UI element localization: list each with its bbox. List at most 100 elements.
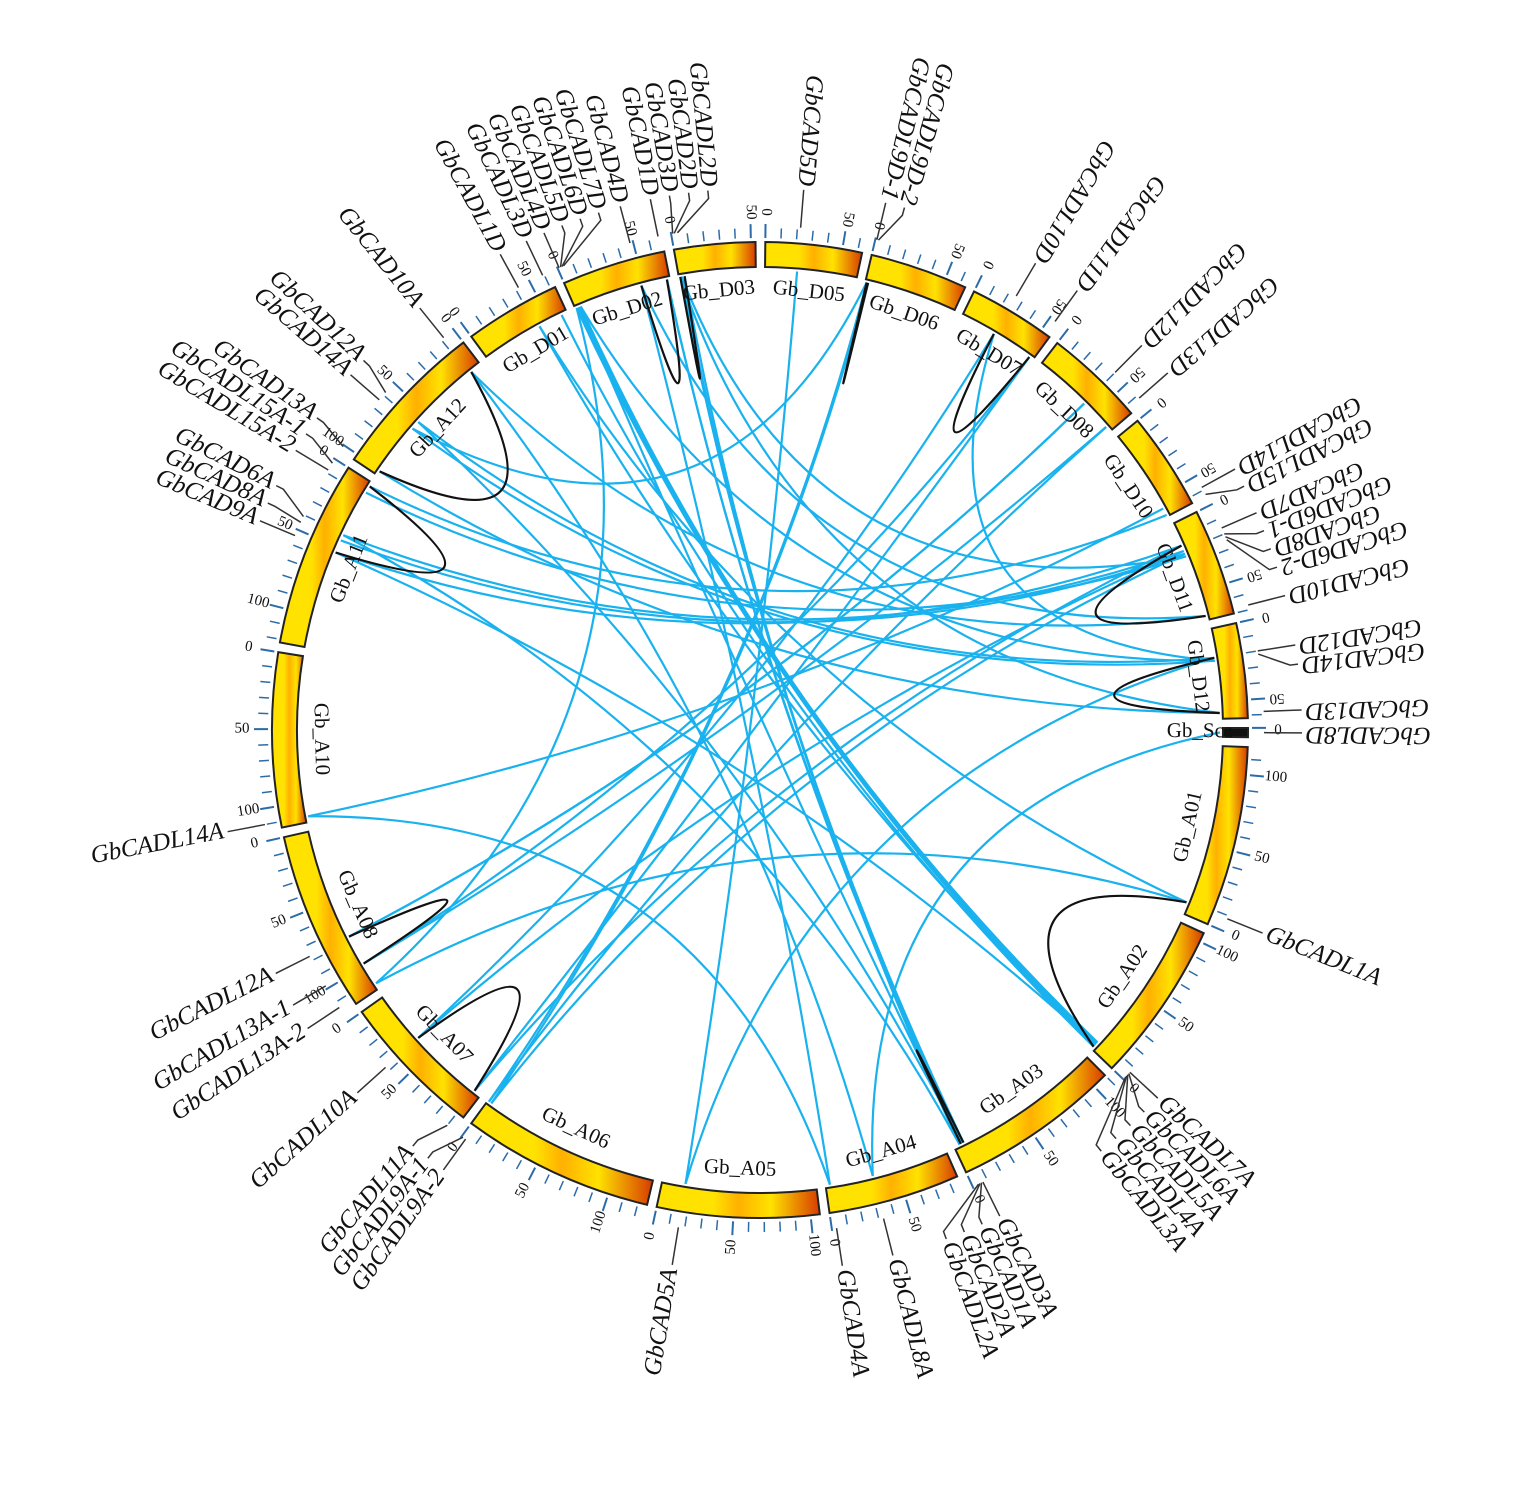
chromosome-label: Gb_Sca — [1167, 718, 1234, 742]
gene-leader-line — [561, 218, 584, 267]
segmental-link — [665, 279, 965, 1144]
tick-mark — [960, 271, 966, 282]
tick-mark — [1029, 309, 1037, 320]
tick-mark — [306, 940, 316, 947]
gene-gbcad10a: GbCAD10A — [332, 201, 445, 339]
tick-mark — [354, 432, 364, 440]
gene-leader-line — [525, 240, 544, 276]
tick-mark — [1071, 341, 1079, 350]
tick-mark — [1172, 997, 1182, 1004]
tick-mark — [441, 340, 450, 350]
tick-mark — [475, 1135, 483, 1145]
tick-label: 0 — [1260, 608, 1271, 625]
chromosome-band — [282, 830, 379, 1006]
gene-leader-line — [427, 1136, 464, 1159]
chromosome-band — [1210, 621, 1249, 720]
gene-gbcadl14a: GbCADL14A — [88, 817, 266, 869]
tandem-link — [679, 276, 702, 380]
gene-gbcad13d: GbCAD13D — [1263, 694, 1430, 725]
gene-leader-line — [882, 1218, 894, 1256]
tick-label: 0 — [1067, 312, 1084, 328]
segmental-link — [538, 325, 1187, 904]
gene-leader-line — [350, 374, 380, 401]
tick-mark — [1249, 774, 1264, 778]
tick-mark — [1008, 1153, 1015, 1164]
tick-mark — [875, 1207, 880, 1219]
chromosome-band — [271, 650, 308, 829]
gene-leader-line — [412, 1124, 448, 1147]
gene-label: GbCAD4A — [831, 1267, 874, 1379]
tick-mark — [1217, 910, 1227, 916]
tick-label: 50 — [1269, 690, 1285, 707]
tick-mark — [1239, 618, 1254, 624]
gene-leader-line — [1129, 1071, 1159, 1099]
gene-label: GbCADL10A — [244, 1084, 363, 1195]
tick-mark — [573, 1186, 579, 1197]
chromosome-band — [1040, 341, 1133, 431]
tick-label: 100 — [587, 1209, 609, 1235]
tick-mark — [1072, 1109, 1081, 1118]
tick-mark — [544, 276, 550, 286]
tick-mark — [260, 680, 271, 684]
segmental-link — [640, 285, 831, 1185]
gene-leader-line — [877, 207, 906, 241]
gene-leader-line — [1226, 539, 1278, 571]
tandem-link — [348, 898, 449, 965]
gene-leader-line — [1248, 594, 1286, 606]
tick-mark — [857, 237, 862, 249]
tick-label: 100 — [245, 591, 271, 612]
tick-mark — [488, 306, 496, 317]
tick-label: 0 — [544, 249, 562, 262]
tick-mark — [417, 361, 426, 370]
tick-mark — [384, 395, 393, 404]
chromosome-ring: 050100Gb_A01050100Gb_A02050100Gb_A03050G… — [234, 204, 1287, 1257]
tick-mark — [974, 274, 983, 289]
tick-mark — [618, 1202, 623, 1213]
tick-mark — [282, 574, 293, 579]
gene-leader-line — [1224, 529, 1265, 535]
tick-mark — [277, 589, 288, 594]
tick-mark — [266, 821, 277, 825]
tick-mark — [1192, 490, 1202, 497]
tick-mark — [715, 1220, 719, 1231]
tick-mark — [269, 620, 280, 625]
tick-label: 50 — [1126, 364, 1148, 386]
chromosome-band — [1116, 419, 1194, 517]
gene-leader-line — [275, 955, 311, 975]
gene-leader-line — [799, 189, 805, 228]
tick-mark — [1249, 682, 1260, 685]
gene-gbcad5a: GbCAD5A — [639, 1227, 683, 1378]
tick-mark — [459, 1125, 470, 1139]
tick-mark — [920, 1194, 925, 1205]
tick-mark — [1245, 805, 1257, 809]
tick-mark — [544, 1174, 550, 1184]
chromosome-band — [864, 253, 967, 312]
tick-label: 100 — [805, 1233, 823, 1257]
tick-mark — [994, 1161, 1002, 1172]
tick-mark — [447, 1115, 456, 1125]
tick-mark — [1084, 1098, 1093, 1108]
tick-label: 50 — [839, 211, 857, 228]
gene-leader-line — [1109, 1075, 1128, 1140]
gene-gbcadl8d: GbCADL8D — [1263, 721, 1431, 749]
tick-mark — [1250, 697, 1266, 701]
segmental-link — [488, 282, 868, 1103]
tick-mark — [989, 285, 996, 296]
tick-mark — [669, 231, 675, 246]
tick-mark — [429, 351, 438, 360]
segmental-link — [417, 333, 995, 1039]
tick-mark — [555, 266, 564, 280]
tick-mark — [702, 231, 705, 242]
tick-mark — [651, 1210, 657, 1225]
gene-leader-line — [227, 823, 266, 833]
tick-mark — [1083, 351, 1091, 361]
gene-leader-line — [1054, 290, 1078, 322]
tick-mark — [949, 1183, 955, 1194]
segmental-link — [473, 544, 1182, 1092]
tick-mark — [1154, 1022, 1164, 1030]
tick-mark — [325, 981, 339, 991]
